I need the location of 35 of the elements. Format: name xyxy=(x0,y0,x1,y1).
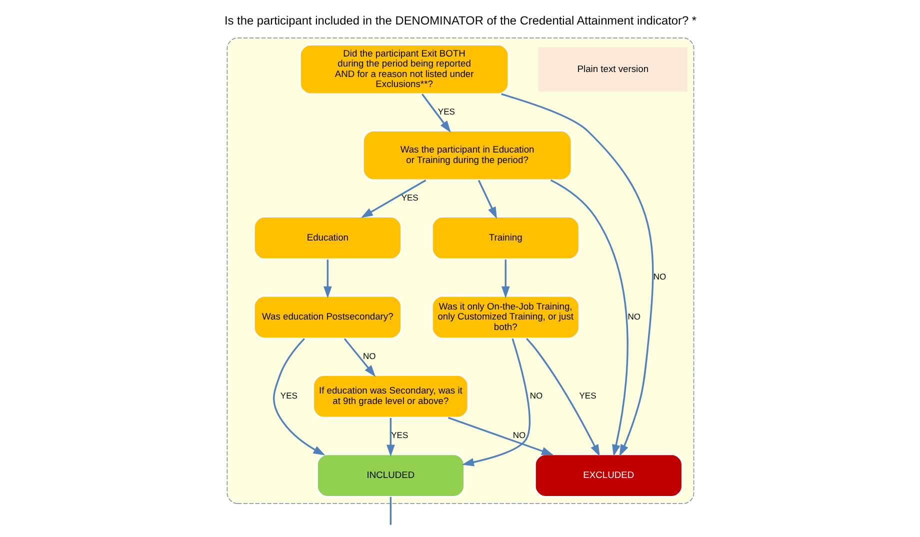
node-box: Training xyxy=(430,216,580,260)
node-box: Was the participant in Education or Training during the period? xyxy=(362,130,572,181)
node-box: EXCLUDED xyxy=(534,453,683,498)
node-box: Did the participant Exit BOTH during the period being reported AND for a reason not listed under Exclusions**? xyxy=(298,44,509,95)
node-box: Education xyxy=(252,216,402,260)
edge-label: YES xyxy=(437,106,454,117)
node-box: INCLUDED xyxy=(316,453,465,498)
node-box: Was it only On-the-Job Training, only Customized Training, or just both? xyxy=(430,295,580,340)
node-box: Was education Postsecondary? xyxy=(252,295,402,340)
arrow xyxy=(386,418,394,457)
arrow xyxy=(272,338,325,456)
edge-label: NO xyxy=(627,311,640,322)
edge-label: YES xyxy=(578,390,596,400)
cluster xyxy=(226,37,694,504)
edge-label: YES xyxy=(390,430,408,440)
arrow xyxy=(500,260,510,298)
edge-label: YES xyxy=(400,192,418,203)
diagram-title: Is the participant included in the DENOMINATOR of the Credential Attainment indicator? * xyxy=(224,13,696,28)
connector xyxy=(389,496,392,525)
arrow xyxy=(343,338,376,377)
arrow xyxy=(477,180,496,219)
edge-label: NO xyxy=(652,272,666,282)
arrow xyxy=(461,338,530,466)
arrow xyxy=(550,179,628,457)
arrow xyxy=(526,338,600,457)
edge-label: NO xyxy=(362,350,376,361)
arrow xyxy=(500,93,654,456)
arrow xyxy=(323,260,332,298)
arrow xyxy=(447,416,554,456)
edge-label: NO xyxy=(512,430,526,440)
node-box: If education was Secondary, was it at 9th grade level or above? xyxy=(312,374,469,418)
edge-label: YES xyxy=(280,390,297,400)
arrow xyxy=(421,94,450,133)
arrow xyxy=(360,180,426,218)
edge-label: NO xyxy=(529,390,542,400)
